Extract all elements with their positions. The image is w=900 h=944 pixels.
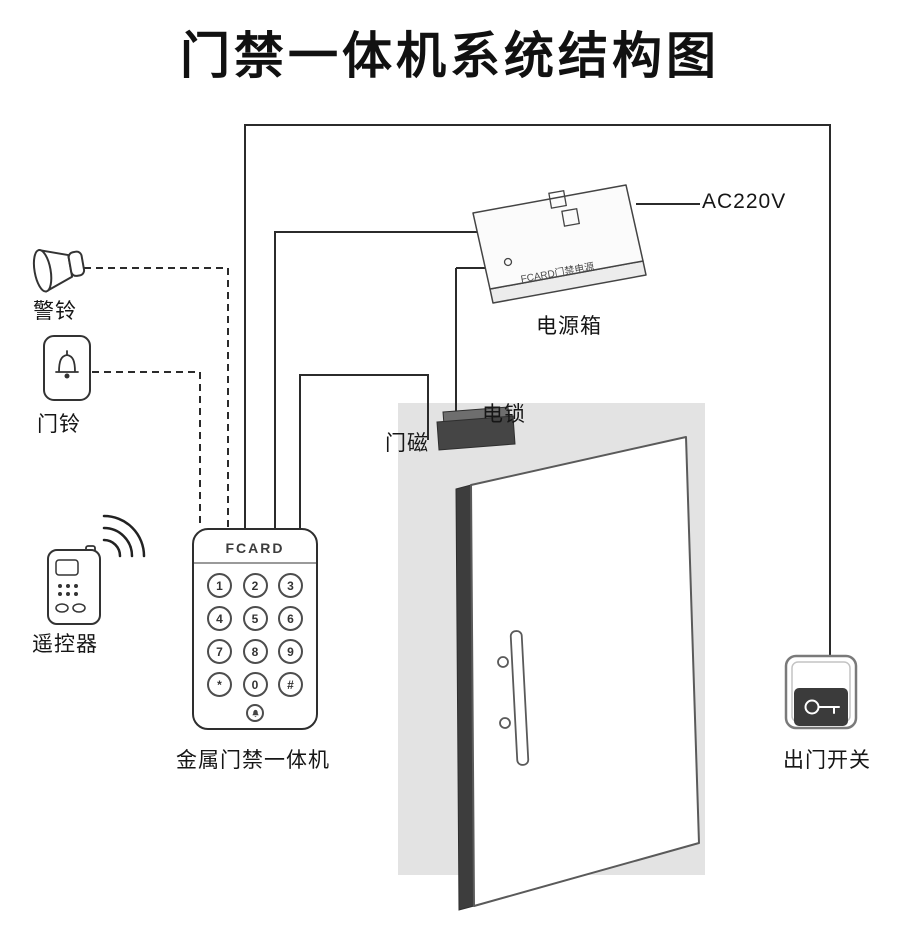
bell-clapper [64, 373, 70, 379]
wire-keypad-to-exit-switch [244, 124, 831, 656]
keypad-bell-button [246, 704, 264, 722]
small-bell-icon [251, 709, 259, 717]
keypad-key-6: 6 [278, 606, 303, 631]
door-handle-plate [509, 630, 530, 766]
keypad-key-5: 5 [242, 606, 268, 631]
door-icon [455, 436, 700, 911]
wire-doorbell-to-keypad [92, 371, 201, 528]
remote-speaker-dots [58, 584, 78, 596]
diagram-title: 门禁一体机系统结构图 [180, 28, 720, 84]
remote-button-right [72, 603, 86, 613]
wireless-signal-icon [102, 514, 146, 558]
door-magnet-label: 门磁 [385, 432, 429, 455]
keypad-device: FCARD 1 2 3 4 5 6 7 8 9 * 0 # [192, 528, 318, 730]
dashed-wires [84, 267, 229, 528]
connection-wires [84, 124, 831, 656]
power-box-face [472, 184, 644, 290]
power-box-led [503, 257, 513, 267]
keypad-key-star: * [207, 672, 232, 697]
power-box-label: 电源箱 [536, 315, 602, 338]
keypad-key-9: 9 [278, 639, 303, 664]
power-box-square-1 [548, 189, 568, 209]
electric-lock-label: 电锁 [482, 403, 526, 426]
alarm-bell-label: 警铃 [33, 300, 77, 323]
remote-body [47, 549, 101, 625]
horn-opening [32, 249, 53, 293]
power-supply-box-icon: FCARD门禁电源 [472, 184, 647, 304]
door-lock-hole-top [497, 656, 509, 668]
wire-keypad-to-door-magnet [299, 374, 429, 528]
horn-driver [67, 250, 86, 277]
keypad-grid: 1 2 3 4 5 6 7 8 9 * 0 # [194, 573, 316, 697]
alarm-bell-icon [32, 249, 86, 293]
remote-label: 遥控器 [32, 633, 98, 656]
doorbell-plate [43, 335, 91, 401]
keypad-key-3: 3 [278, 573, 303, 598]
remote-screen [55, 559, 79, 576]
power-box-square-2 [561, 207, 581, 227]
keypad-key-2: 2 [242, 573, 268, 598]
keypad-brand: FCARD [194, 530, 316, 564]
exit-switch-label: 出门开关 [783, 749, 871, 772]
bell-glyph [55, 350, 79, 373]
electric-lock-body [436, 415, 516, 451]
remote-button-left [55, 603, 69, 613]
keypad-key-1: 1 [207, 573, 232, 598]
keypad-key-hash: # [278, 672, 303, 697]
keypad-key-8: 8 [242, 639, 268, 664]
remote-control-icon [47, 545, 101, 625]
keypad-label: 金属门禁一体机 [176, 749, 330, 772]
keypad-key-4: 4 [207, 606, 232, 631]
door-face [470, 436, 700, 907]
exit-switch-icon [784, 654, 858, 730]
wire-power-box-to-lock [455, 267, 486, 433]
electric-lock-icon [436, 406, 516, 451]
doorbell-icon [43, 335, 91, 401]
key-shaft [818, 706, 840, 714]
door-lock-hole-bottom [499, 717, 511, 729]
ac220v-label: AC220V [702, 190, 787, 213]
wire-keypad-to-power-box [274, 231, 478, 528]
doorbell-label: 门铃 [37, 413, 81, 436]
keypad-key-7: 7 [207, 639, 232, 664]
keypad-key-0: 0 [242, 672, 268, 697]
wire-alarm-bell-to-keypad [84, 267, 229, 528]
